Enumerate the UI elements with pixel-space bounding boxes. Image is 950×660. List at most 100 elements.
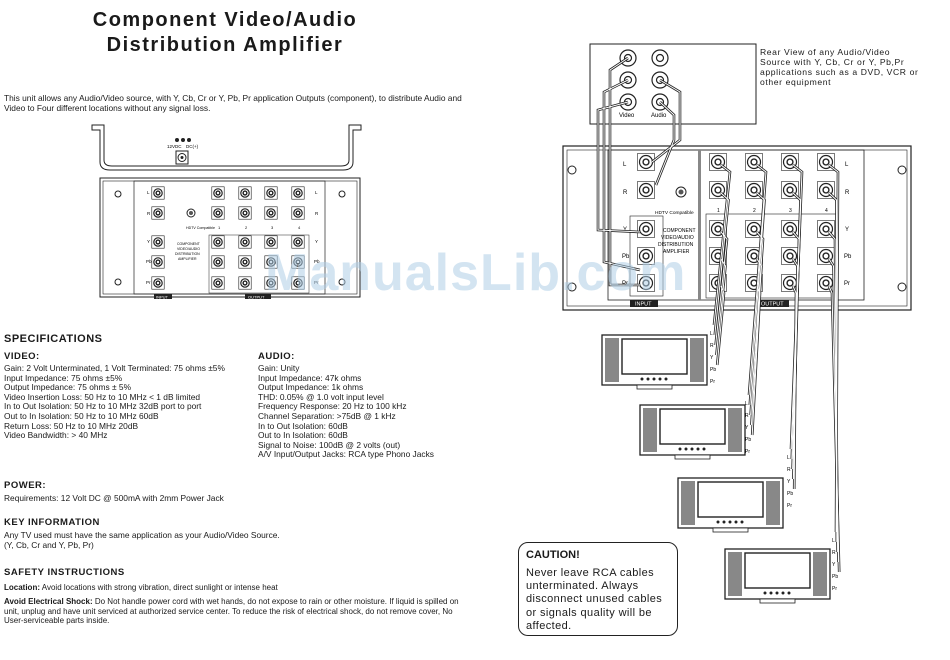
svg-text:3: 3 (789, 208, 792, 214)
svg-text:R: R (147, 211, 151, 216)
caution-heading: CAUTION! (526, 549, 580, 561)
rca-jack-icon (637, 153, 655, 171)
svg-text:Y: Y (315, 239, 318, 244)
rca-jack-icon (264, 276, 278, 290)
video-spec-line: Return Loss: 50 Hz to 10 MHz 20dB (4, 420, 139, 431)
audio-heading: AUDIO: (258, 351, 295, 362)
tv-input-label: R (832, 550, 836, 556)
power-text: Requirements: 12 Volt DC @ 500mA with 2m… (4, 493, 224, 503)
tv-input-label: Pb (832, 574, 838, 580)
tv-input-label: Pr (745, 449, 750, 455)
svg-text:4: 4 (825, 208, 828, 214)
svg-text:INPUT: INPUT (156, 294, 169, 299)
tv-input-label: Y (787, 479, 791, 485)
unit-top-view: 12VDC DC(+) (91, 124, 362, 171)
specifications-heading: SPECIFICATIONS (4, 333, 103, 345)
rca-jack-icon (238, 255, 252, 269)
audio-spec-line: Signal to Noise: 100dB @ 2 volts (out) (258, 439, 401, 450)
svg-text:OUTPUT: OUTPUT (761, 302, 784, 308)
svg-text:L: L (623, 162, 627, 168)
av-source-rear-view: Video Audio (589, 43, 757, 125)
svg-text:Pr: Pr (314, 280, 319, 285)
svg-text:R: R (845, 190, 850, 196)
svg-text:R: R (315, 211, 319, 216)
tv-input-label: R (745, 413, 749, 419)
rca-jack-icon (264, 206, 278, 220)
rca-jack-icon (637, 274, 655, 292)
rca-jack-icon (291, 276, 305, 290)
svg-text:OUTPUT: OUTPUT (248, 294, 265, 299)
rca-jack-icon (151, 206, 165, 220)
svg-text:DISTRIBUTION: DISTRIBUTION (658, 242, 694, 248)
tv-input-label: Y (710, 355, 714, 361)
rca-jack-icon (211, 255, 225, 269)
video-spec-line: Input Impedance: 75 ohms ±5% (4, 372, 123, 383)
tv-input-label: Pb (710, 367, 716, 373)
svg-text:1: 1 (218, 225, 221, 230)
caution-text: Never leave RCA cables unterminated. Alw… (526, 567, 663, 632)
rca-jack-icon (291, 235, 305, 249)
power-jack-label-2: DC(+) (186, 144, 199, 149)
key-info-section: KEY INFORMATION Any TV used must have th… (4, 517, 280, 550)
audio-spec-line: THD: 0.05% @ 1.0 volt input level (258, 391, 384, 402)
rca-jack-icon (211, 206, 225, 220)
svg-text:DISTRIBUTION: DISTRIBUTION (175, 252, 200, 256)
svg-text:VIDEO/AUDIO: VIDEO/AUDIO (177, 247, 200, 251)
video-spec-line: Video Insertion Loss: 50 Hz to 10 MHz < … (4, 391, 201, 402)
watermark: ManualsLib.com (265, 244, 687, 302)
svg-text:Video: Video (619, 113, 635, 119)
svg-text:L: L (147, 190, 150, 195)
svg-text:INPUT: INPUT (635, 302, 652, 308)
video-spec-line: Out to In Isolation: 50 Hz to 10 MHz 60d… (4, 410, 159, 421)
small-rear-panel: L R Y Pb Pr HDTV Compatible COMPONENT VI… (99, 177, 361, 299)
page-title: Component Video/Audio Distribution Ampli… (60, 8, 390, 58)
rca-jack-icon (238, 186, 252, 200)
video-heading: VIDEO: (4, 351, 40, 362)
rca-jack-icon (151, 255, 165, 269)
svg-text:HDTV Compatible: HDTV Compatible (655, 210, 694, 216)
intro-text: This unit allows any Audio/Video source,… (4, 93, 462, 113)
audio-specs: AUDIO: Gain: Unity Input Impedance: 47k … (258, 351, 434, 460)
svg-text:Pr: Pr (146, 280, 151, 285)
svg-text:Y: Y (845, 227, 849, 233)
rca-jack-icon (151, 276, 165, 290)
svg-text:L: L (845, 162, 849, 168)
rca-jack-icon (264, 186, 278, 200)
key-info-heading: KEY INFORMATION (4, 517, 100, 528)
key-info-line: (Y, Cb, Cr and Y, Pb, Pr) (4, 539, 94, 550)
svg-text:L: L (315, 190, 318, 195)
svg-text:AMPLIFIER: AMPLIFIER (178, 257, 197, 261)
svg-text:Audio: Audio (651, 113, 667, 119)
video-spec-line: Output Impedance: 75 ohms ± 5% (4, 382, 132, 393)
svg-text:4: 4 (298, 225, 301, 230)
rca-jack-icon (151, 186, 165, 200)
rca-jack-icon (211, 235, 225, 249)
tv-input-label: L (745, 401, 748, 407)
rca-jack-icon (151, 235, 165, 249)
rca-jack-icon (211, 276, 225, 290)
tv-input-label: L (787, 455, 790, 461)
svg-text:2: 2 (753, 208, 756, 214)
tv-input-label: Y (745, 425, 749, 431)
svg-text:2: 2 (245, 225, 248, 230)
power-heading: POWER: (4, 480, 47, 491)
audio-spec-line: Input Impedance: 47k ohms (258, 372, 362, 383)
rca-jack-icon (817, 274, 835, 292)
rca-jack-icon (637, 247, 655, 265)
rca-jack-icon (637, 220, 655, 238)
rca-jack-icon (651, 49, 669, 67)
video-spec-line: Gain: 2 Volt Unterminated, 1 Volt Termin… (4, 363, 225, 373)
svg-text:COMPONENT: COMPONENT (663, 228, 696, 234)
safety-location: Location: Avoid locations with strong vi… (4, 583, 278, 592)
safety-shock: Avoid Electrical Shock: Do Not handle po… (4, 596, 459, 626)
svg-text:Pb: Pb (314, 259, 320, 264)
tv-input-label: L (710, 331, 713, 337)
svg-text:AMPLIFIER: AMPLIFIER (663, 249, 690, 255)
audio-spec-line: Channel Separation: >75dB @ 1 kHz (258, 410, 396, 421)
tv-input-label: R (710, 343, 714, 349)
tv-input-label: Y (832, 562, 836, 568)
svg-text:VIDEO/AUDIO: VIDEO/AUDIO (661, 235, 694, 241)
